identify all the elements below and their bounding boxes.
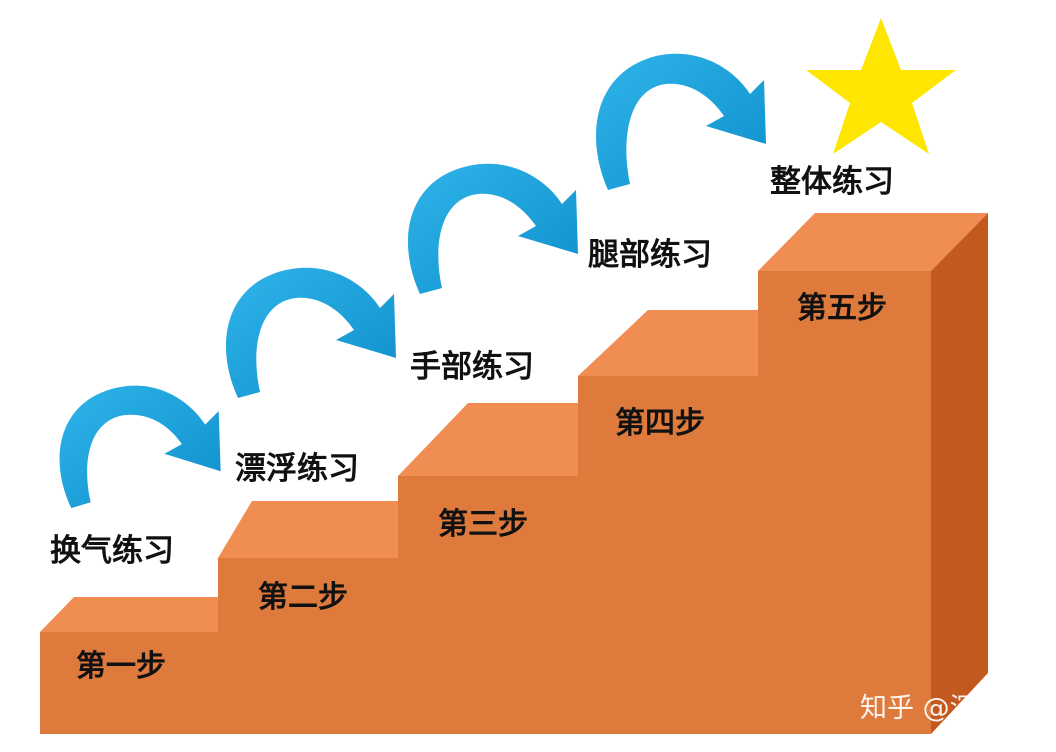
step-block-2 [218,501,432,734]
practice-label-4: 腿部练习 [588,237,712,273]
practice-label-5: 整体练习 [770,164,894,200]
step-4-label: 第四步 [615,406,705,441]
step-1-front [40,632,218,734]
step-2-top [218,501,432,558]
step-1-label: 第一步 [76,649,166,684]
practice-labels: 换气练习 漂浮练习 手部练习 腿部练习 整体练习 [50,164,894,569]
curved-arrow-icon [407,163,578,294]
staircase [40,213,988,734]
step-3-label: 第三步 [438,507,528,542]
progress-arrows [59,53,766,509]
step-block-5 [758,213,988,734]
step-2-label: 第二步 [258,580,348,615]
step-1-top [40,597,252,632]
step-labels: 第一步 第二步 第三步 第四步 第五步 [76,291,887,684]
practice-label-3: 手部练习 [410,349,534,385]
step-2-front [218,558,398,734]
step-5-front [758,271,931,734]
step-5-label: 第五步 [797,291,887,326]
curved-arrow-icon [225,267,396,398]
practice-label-1: 换气练习 [50,533,174,569]
step-3-front [398,476,578,734]
step-5-top [758,213,988,271]
curved-arrow-icon [59,385,221,509]
step-4-front [578,376,758,734]
star-icon [806,18,956,154]
watermark: 知乎 @深蓝 [860,693,1004,724]
practice-label-2: 漂浮练习 [235,451,359,487]
curved-arrow-icon [595,53,766,190]
step-5-side [931,213,988,734]
step-block-1 [40,597,252,734]
